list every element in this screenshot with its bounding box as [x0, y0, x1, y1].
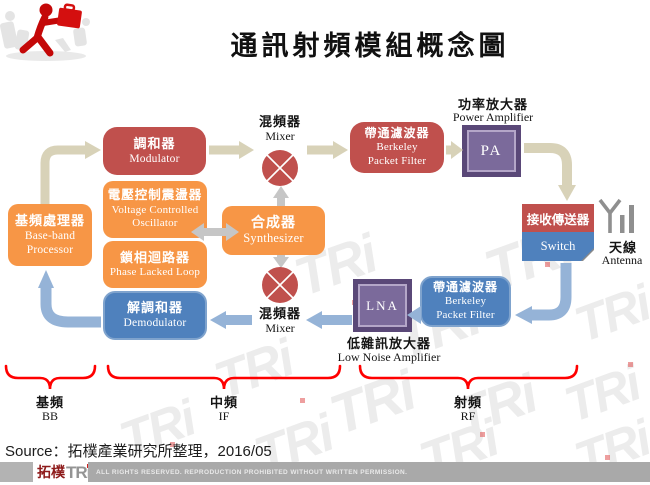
- arrow-pa-to-switch: [524, 143, 572, 186]
- pa-label: PA: [469, 132, 514, 170]
- vco-label-en1: Voltage Controlled: [111, 203, 199, 216]
- bandpass-filter-tx-box: 帶通濾波器 Berkeley Packet Filter: [350, 122, 444, 173]
- filter-rx-label-zh: 帶通濾波器: [432, 280, 498, 295]
- footer-logo-en: TRi: [66, 462, 91, 482]
- synthesizer-box: 合成器 Synthesizer: [222, 206, 325, 255]
- mixer-bottom-label-en: Mixer: [265, 321, 295, 335]
- demodulator-box: 解調和器 Demodulator: [103, 291, 207, 340]
- lna-label: LNA: [360, 286, 405, 325]
- switch-label-en: Switch: [540, 239, 576, 253]
- pll-label-en: Phase Lacked Loop: [109, 265, 201, 278]
- footer-logo: 拓樸 TRi: [37, 462, 91, 482]
- band-bb-en: BB: [41, 409, 59, 423]
- source-note: Source：拓樸產業研究所整理，2016/05: [5, 443, 272, 460]
- arrow-demod-to-baseband: [40, 287, 101, 328]
- synthesizer-label-zh: 合成器: [251, 213, 296, 230]
- mixer-top-label-zh: 混頻器: [258, 114, 302, 129]
- person-with-briefcase-icon: [19, 3, 82, 57]
- filter-rx-label-en1: Berkeley: [444, 295, 487, 308]
- filter-tx-label-en1: Berkeley: [376, 141, 418, 154]
- watermark-text: TRi: [567, 274, 650, 354]
- antenna-caption-zh: 天線: [608, 240, 638, 255]
- modulator-label-zh: 調和器: [133, 135, 176, 151]
- filter-tx-label-zh: 帶通濾波器: [364, 126, 430, 141]
- baseband-label-en1: Base-band: [24, 229, 76, 242]
- demodulator-label-zh: 解調和器: [126, 300, 183, 316]
- filter-tx-label-en2: Packet Filter: [367, 155, 427, 167]
- footer-logo-zh: 拓樸: [37, 464, 65, 480]
- baseband-label-zh: 基頻處理器: [14, 212, 85, 228]
- pll-box: 鎖相迴路器 Phase Lacked Loop: [103, 241, 207, 288]
- vco-box: 電壓控制震盪器 Voltage Controlled Oscillator: [103, 181, 207, 238]
- demodulator-label-en: Demodulator: [123, 317, 187, 330]
- band-bb-zh: 基頻: [35, 395, 65, 410]
- lna-caption-en: Low Noise Amplifier: [337, 350, 441, 364]
- antenna-icon: [598, 198, 634, 233]
- footer-left-block: [0, 462, 33, 482]
- brace-bb: [4, 364, 97, 390]
- mixer-top-label-en: Mixer: [265, 129, 295, 143]
- page-title: 通訊射頻模組概念圖: [230, 31, 510, 61]
- arrow-baseband-to-modulator: [40, 145, 86, 204]
- mixer-bottom-circle: [262, 267, 298, 303]
- mixer-top-circle: [262, 150, 298, 186]
- band-rf-en: RF: [460, 409, 476, 423]
- pa-chip: PA: [462, 125, 521, 177]
- lna-caption-zh: 低雜訊放大器: [346, 336, 432, 351]
- switch-label-zh: 接收傳送器: [522, 204, 594, 232]
- synthesizer-label-en: Synthesizer: [243, 231, 304, 246]
- pa-caption-en: Power Amplifier: [452, 110, 534, 124]
- footer-bar: ALL RIGHTS RESERVED. REPRODUCTION PROHIB…: [88, 462, 650, 482]
- band-if-en: IF: [218, 409, 230, 423]
- band-if-zh: 中頻: [209, 395, 239, 410]
- lna-chip: LNA: [353, 279, 412, 332]
- mixer-bottom-label-zh: 混頻器: [258, 306, 302, 321]
- filter-rx-label-en2: Packet Filter: [436, 309, 495, 321]
- baseband-processor-box: 基頻處理器 Base-band Processor: [8, 204, 92, 266]
- antenna-caption-en: Antenna: [601, 253, 643, 267]
- vco-label-en2: Oscillator: [132, 217, 178, 230]
- baseband-label-en2: Processor: [26, 244, 74, 257]
- brand-logo: [0, 3, 90, 61]
- vco-label-zh: 電壓控制震盪器: [107, 187, 203, 202]
- bandpass-filter-rx-box: 帶通濾波器 Berkeley Packet Filter: [420, 276, 511, 327]
- pll-label-zh: 鎖相迴路器: [119, 249, 190, 265]
- band-rf-zh: 射頻: [453, 395, 483, 410]
- modulator-label-en: Modulator: [129, 152, 180, 165]
- pa-caption-zh: 功率放大器: [457, 97, 529, 112]
- antenna-switch-box: 接收傳送器 Switch: [522, 204, 594, 261]
- modulator-box: 調和器 Modulator: [103, 127, 206, 175]
- footer-rights-text: ALL RIGHTS RESERVED. REPRODUCTION PROHIB…: [96, 468, 408, 476]
